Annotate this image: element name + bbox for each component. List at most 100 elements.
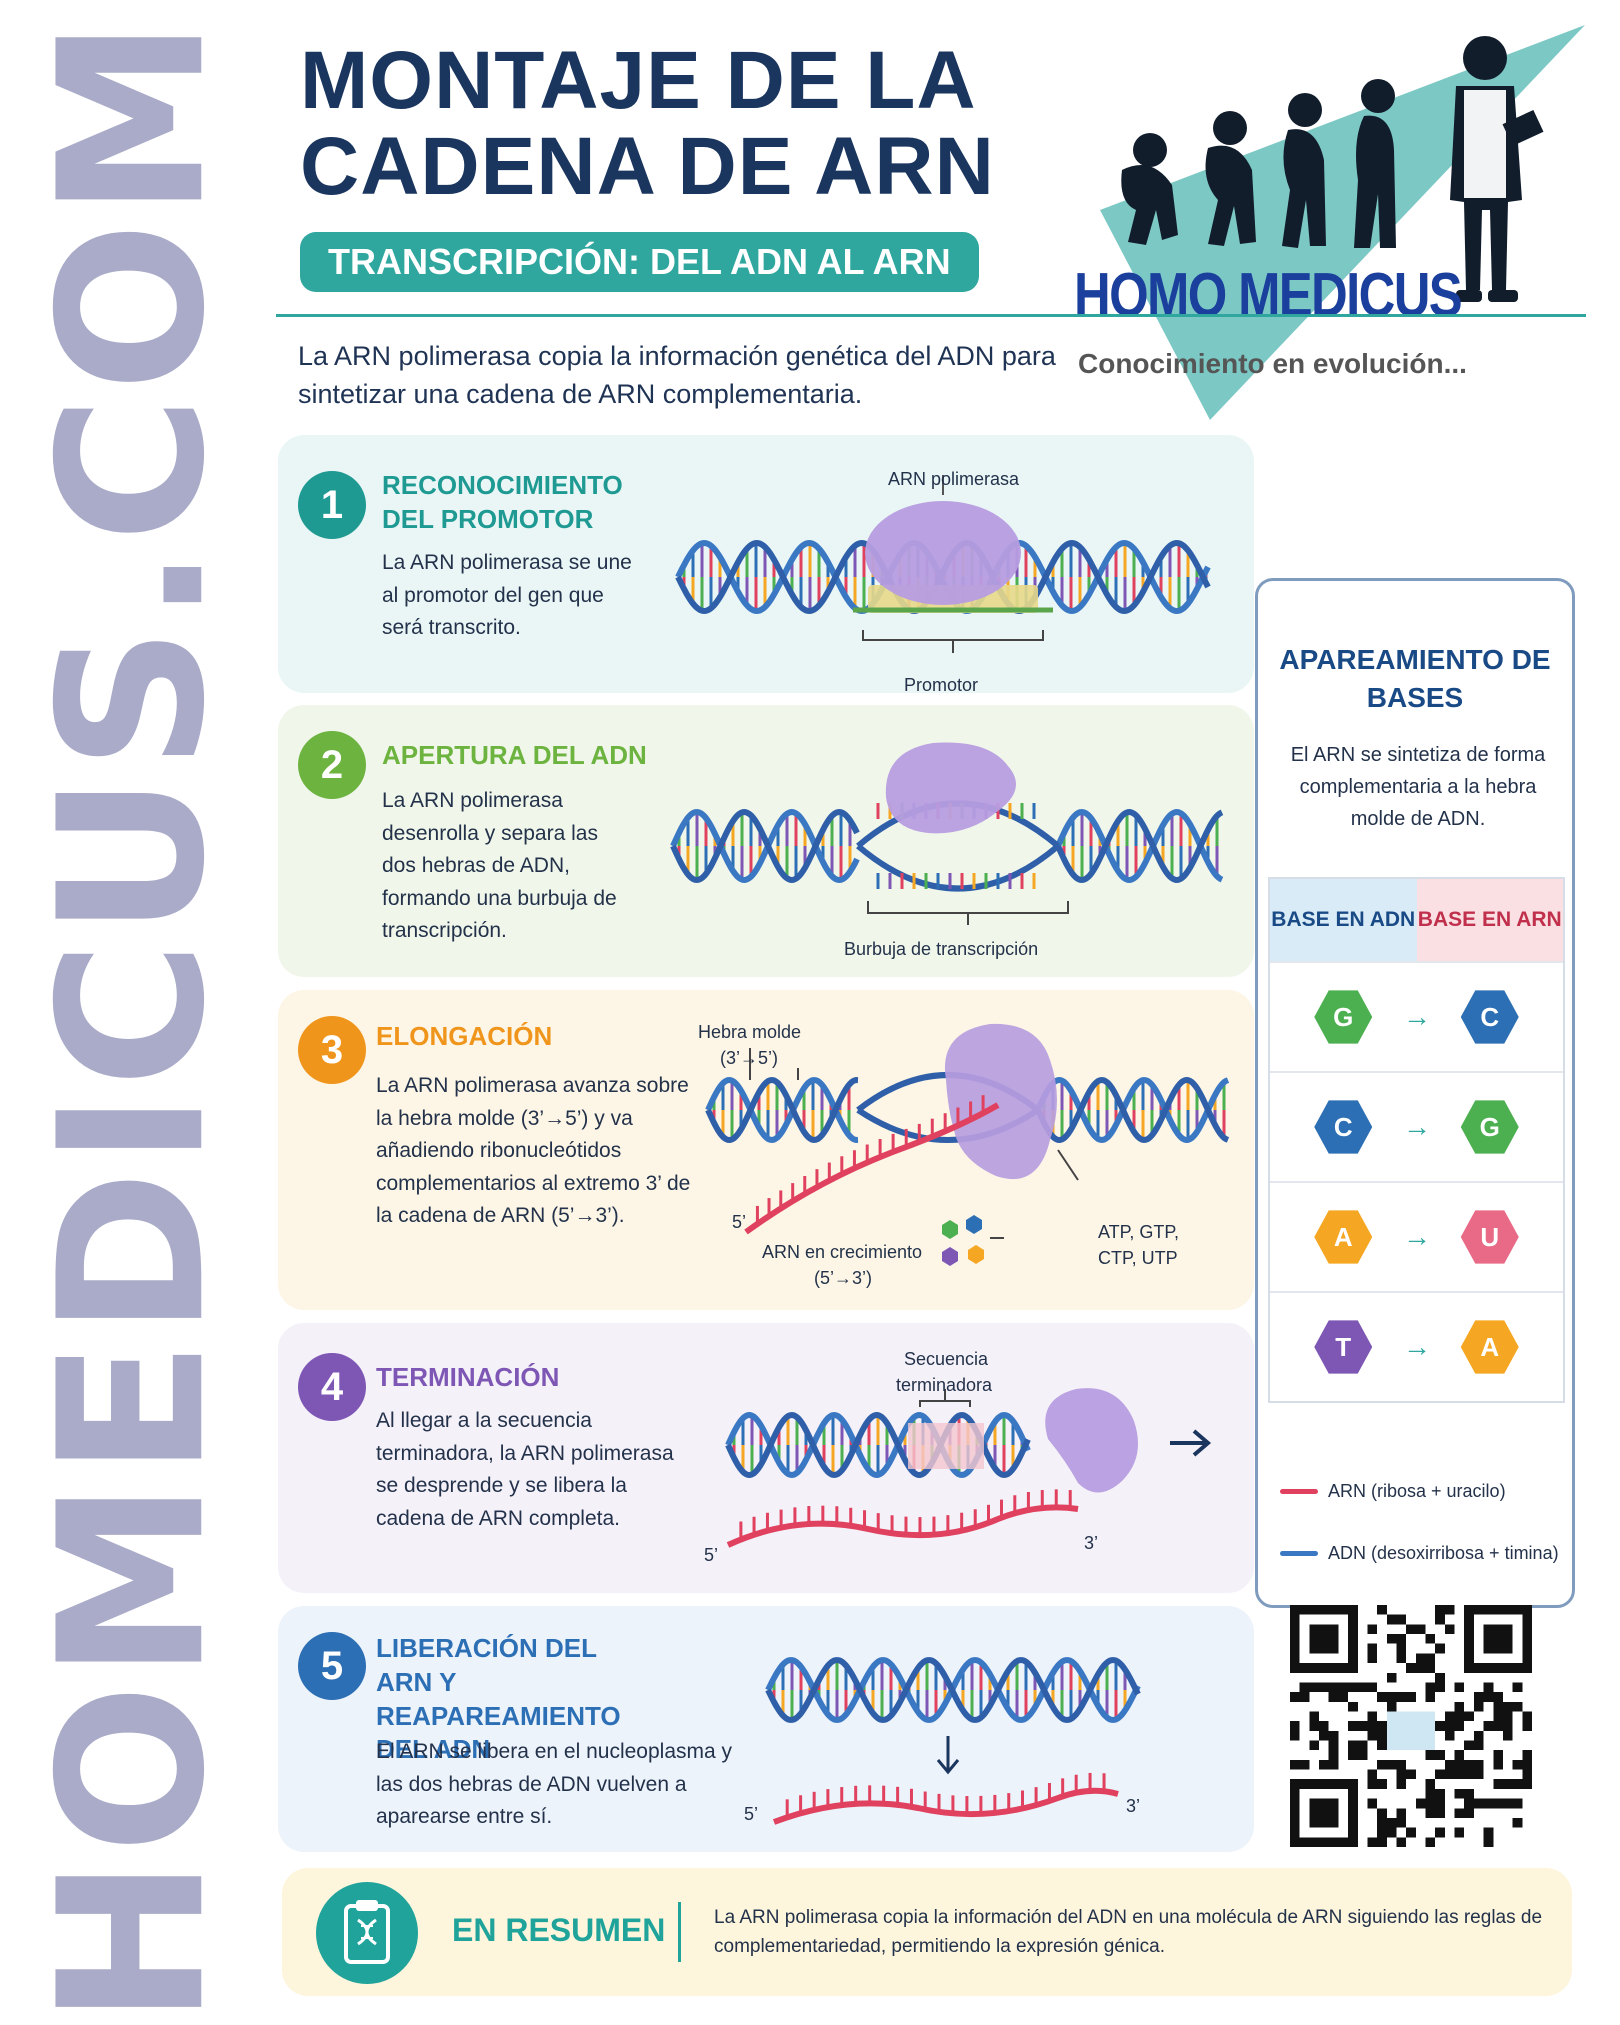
label-hebra-molde: Hebra molde [698,1022,802,1042]
label-ntp-2: CTP, UTP [1098,1248,1178,1268]
rna-base-cell: U [1417,1208,1564,1266]
pairs-with-arrow-icon: → [1403,1111,1431,1142]
step-2-title: APERTURA DEL ADN [382,740,647,770]
step-2-text: La ARN polimerasa desenrolla y separa la… [382,789,617,943]
free-rna-strand [772,1787,1119,1825]
homo-medicus-logo[interactable]: HOMO MEDICUS Conocimiento en evolución..… [1060,20,1600,420]
subtitle-pill: TRANSCRIPCIÓN: DEL ADN AL ARN [300,232,979,292]
dna-base-A: A [1314,1210,1373,1264]
rna-base-G: G [1460,1100,1519,1154]
logo-name: HOMO MEDICUS [1074,261,1463,330]
label-ntp-1: ATP, GTP, [1098,1222,1180,1242]
label-secuencia: Secuencia [904,1349,989,1369]
dna-base-cell: G [1270,988,1417,1046]
step-5-card: 5 LIBERACIÓN DEL ARN Y REAPAREAMIENTO DE… [278,1606,1254,1852]
dna-base-cell: T [1270,1318,1417,1376]
rna-polymerase-icon [1045,1388,1138,1493]
summary-text: La ARN polimerasa copia la información d… [714,1907,1543,1957]
label-five-prime: 5’ [732,1212,747,1232]
direction-arrow-icon [1170,1429,1212,1457]
pairs-with-arrow-icon: → [1403,1331,1431,1362]
watermark-text: HOMEDICUS.COM [28,30,238,2010]
watermark: HOMEDICUS.COM [28,30,238,2010]
step-3-text: La ARN polimerasa avanza sobre la hebra … [376,1074,691,1228]
clipboard-dna-icon [316,1882,418,1984]
page-title: MONTAJE DE LA CADENA DE ARN [300,35,995,213]
title-line-1: MONTAJE DE LA [300,35,977,126]
legend-label: ADN (desoxirribosa + timina) [1328,1543,1559,1563]
human-evolution-doctor-icon [1100,25,1585,420]
rna-polymerase-icon [885,742,1016,834]
dna-base-cell: A [1270,1208,1417,1266]
summary-banner: EN RESUMEN La ARN polimerasa copia la in… [282,1868,1572,1996]
summary-divider [678,1902,681,1962]
dna-base-T: T [1314,1320,1373,1374]
summary-title: EN RESUMEN [452,1912,666,1948]
step-2-number: 2 [298,731,366,799]
label-three-prime-5: 3’ [1126,1796,1141,1816]
step-5-dna-diagram [765,1657,1141,1825]
pairing-table: BASE EN ADN BASE EN ARN G → C C → G A → U T → A [1268,877,1565,1403]
legend-swatch [1280,1489,1318,1494]
col-rna: BASE EN ARN [1416,879,1563,961]
logo-tagline: Conocimiento en evolución... [1078,348,1467,379]
pairing-title: APAREAMIENTO DE BASES [1279,644,1551,713]
legend-swatch [1280,1551,1318,1556]
qr-code-icon[interactable] [1290,1605,1532,1847]
pairing-description: El ARN se sintetiza de forma complementa… [1290,744,1546,830]
step-5-number: 5 [298,1632,366,1700]
step-3-title: ELONGACIÓN [376,1021,553,1051]
label-burbuja: Burbuja de transcripción [844,939,1039,959]
rna-base-U: U [1460,1210,1519,1264]
step-3-dna-diagram [705,1023,1230,1266]
rna-base-cell: A [1417,1318,1564,1376]
pairs-with-arrow-icon: → [1403,1221,1431,1252]
rna-base-cell: G [1417,1098,1564,1156]
legend-item: ARN (ribosa + uracilo) [1280,1481,1506,1502]
col-dna: BASE EN ADN [1270,879,1417,961]
dna-base-cell: C [1270,1098,1417,1156]
header-divider [276,314,1586,317]
step-4-number: 4 [298,1353,366,1421]
pairing-row: A → U [1270,1181,1563,1291]
pairing-table-header: BASE EN ADN BASE EN ARN [1270,879,1563,961]
label-promotor: Promotor [904,675,979,695]
step-4-title: TERMINACIÓN [376,1362,560,1392]
step-2-card: 2 APERTURA DEL ADN La ARN polimerasa des… [278,705,1254,977]
step-1-dna-diagram [675,475,1211,653]
pairing-row: G → C [1270,961,1563,1071]
label-hebra-molde-dir: (3’→5’) [720,1048,779,1068]
rna-base-C: C [1460,990,1519,1044]
step-5-title: LIBERACIÓN DEL ARN Y REAPAREAMIENTO DEL … [376,1633,621,1765]
step-2-dna-diagram [670,742,1224,925]
nucleotides-icon [942,1215,984,1266]
step-4-dna-diagram [725,1388,1212,1548]
step-1-number: 1 [298,471,366,539]
label-five-prime-5: 5’ [744,1804,759,1824]
rna-polymerase-icon [865,501,1021,605]
dna-base-C: C [1314,1100,1373,1154]
step-5-text: El ARN se libera en el nucleoplasma y la… [376,1740,733,1829]
label-polimerasa: ARN polimerasa [888,469,1020,489]
step-4-card: 4 TERMINACIÓN Al llegar a la secuencia t… [278,1323,1254,1593]
intro-text: La ARN polimerasa copia la información g… [298,341,1056,409]
step-1-title: RECONOCIMIENTO DEL PROMOTOR [382,470,623,534]
rna-polymerase-icon [944,1023,1057,1180]
dna-base-G: G [1314,990,1373,1044]
step-1-text: La ARN polimerasa se une al promotor del… [382,551,632,640]
growing-rna-strand [744,1102,1000,1235]
base-pairing-panel: APAREAMIENTO DE BASES El ARN se sintetiz… [1255,578,1575,1608]
step-4-text: Al llegar a la secuencia terminadora, la… [376,1409,674,1530]
legend-item: ADN (desoxirribosa + timina) [1280,1543,1559,1564]
title-line-2: CADENA DE ARN [300,121,995,213]
legend-label: ARN (ribosa + uracilo) [1328,1481,1506,1501]
label-five-prime-4: 5’ [704,1545,719,1565]
label-three-prime-4: 3’ [1084,1533,1099,1553]
rna-base-A: A [1460,1320,1519,1374]
label-arn-crecimiento: ARN en crecimiento [762,1242,923,1262]
step-1-card: 1 RECONOCIMIENTO DEL PROMOTOR La ARN pol… [278,435,1254,695]
pairs-with-arrow-icon: → [1403,1001,1431,1032]
down-arrow-icon [936,1736,960,1775]
pairing-row: C → G [1270,1071,1563,1181]
step-3-number: 3 [298,1016,366,1084]
